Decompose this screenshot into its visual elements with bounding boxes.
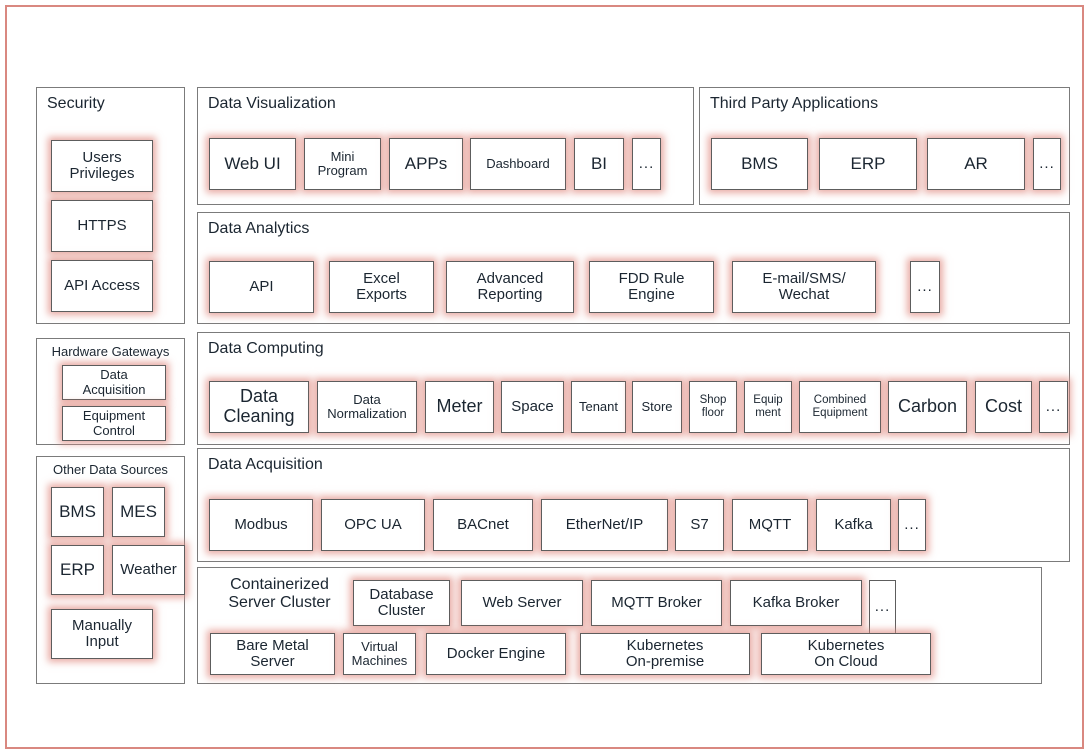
section-security: Security Users Privileges HTTPS API Acce… (36, 87, 185, 324)
node-source-bms[interactable]: BMS (51, 487, 104, 537)
node-kafka-broker[interactable]: Kafka Broker (730, 580, 862, 626)
section-title-other-data-sources: Other Data Sources (53, 462, 168, 477)
node-bare-metal-server[interactable]: Bare Metal Server (210, 633, 335, 675)
node-third-party-bms[interactable]: BMS (711, 138, 808, 190)
node-source-manually-input[interactable]: Manually Input (51, 609, 153, 659)
node-advanced-reporting[interactable]: Advanced Reporting (446, 261, 574, 313)
section-title-data-visualization: Data Visualization (208, 95, 336, 112)
node-shop-floor[interactable]: Shop floor (689, 381, 737, 433)
node-apps[interactable]: APPs (389, 138, 463, 190)
section-title-hardware-gateways: Hardware Gateways (51, 344, 170, 359)
node-ethernet-ip[interactable]: EtherNet/IP (541, 499, 668, 551)
node-tenant[interactable]: Tenant (571, 381, 626, 433)
node-web-server[interactable]: Web Server (461, 580, 583, 626)
node-virtual-machines[interactable]: Virtual Machines (343, 633, 416, 675)
section-title-containerized-server-cluster: Containerized Server Cluster (228, 576, 331, 611)
node-data-cleaning[interactable]: Data Cleaning (209, 381, 309, 433)
node-kubernetes-on-cloud[interactable]: Kubernetes On Cloud (761, 633, 931, 675)
section-title-third-party-applications: Third Party Applications (710, 95, 879, 112)
node-store[interactable]: Store (632, 381, 682, 433)
page-frame: Security Users Privileges HTTPS API Acce… (5, 5, 1084, 749)
section-data-analytics: Data Analytics API Excel Exports Advance… (197, 212, 1070, 324)
section-hardware-gateways: Hardware Gateways Data Acquisition Equip… (36, 338, 185, 445)
node-database-cluster[interactable]: Database Cluster (353, 580, 450, 626)
node-third-party-more[interactable]: ... (1033, 138, 1061, 190)
node-data-normalization[interactable]: Data Normalization (317, 381, 417, 433)
node-fdd-rule-engine[interactable]: FDD Rule Engine (589, 261, 714, 313)
node-api[interactable]: API (209, 261, 314, 313)
node-api-access[interactable]: API Access (51, 260, 153, 312)
node-combined-equipment[interactable]: Combined Equipment (799, 381, 881, 433)
node-source-weather[interactable]: Weather (112, 545, 185, 595)
section-containerized-server-cluster: Containerized Server Cluster Database Cl… (197, 567, 1042, 684)
node-data-computing-more[interactable]: ... (1039, 381, 1068, 433)
node-bi[interactable]: BI (574, 138, 624, 190)
section-title-security: Security (47, 95, 105, 112)
node-source-mes[interactable]: MES (112, 487, 165, 537)
node-https[interactable]: HTTPS (51, 200, 153, 252)
node-mqtt-broker[interactable]: MQTT Broker (591, 580, 722, 626)
section-third-party-applications: Third Party Applications BMS ERP AR ... (699, 87, 1070, 205)
node-s7[interactable]: S7 (675, 499, 724, 551)
node-mqtt[interactable]: MQTT (732, 499, 808, 551)
node-docker-engine[interactable]: Docker Engine (426, 633, 566, 675)
section-other-data-sources: Other Data Sources BMS MES ERP Weather M… (36, 456, 185, 684)
node-users-privileges[interactable]: Users Privileges (51, 140, 153, 192)
node-modbus[interactable]: Modbus (209, 499, 313, 551)
node-cost[interactable]: Cost (975, 381, 1032, 433)
section-data-computing: Data Computing Data Cleaning Data Normal… (197, 332, 1070, 445)
node-server-cluster-more[interactable]: ... (869, 580, 896, 634)
node-third-party-ar[interactable]: AR (927, 138, 1025, 190)
node-data-acquisition-more[interactable]: ... (898, 499, 926, 551)
section-data-visualization: Data Visualization Web UI Mini Program A… (197, 87, 694, 205)
node-bacnet[interactable]: BACnet (433, 499, 533, 551)
architecture-diagram: Security Users Privileges HTTPS API Acce… (7, 7, 1086, 751)
node-equipment[interactable]: Equip ment (744, 381, 792, 433)
node-space[interactable]: Space (501, 381, 564, 433)
section-title-data-acquisition: Data Acquisition (208, 456, 323, 473)
node-meter[interactable]: Meter (425, 381, 494, 433)
node-excel-exports[interactable]: Excel Exports (329, 261, 434, 313)
node-gateway-equipment-control[interactable]: Equipment Control (62, 406, 166, 441)
node-carbon[interactable]: Carbon (888, 381, 967, 433)
node-gateway-data-acquisition[interactable]: Data Acquisition (62, 365, 166, 400)
node-data-visualization-more[interactable]: ... (632, 138, 661, 190)
node-opc-ua[interactable]: OPC UA (321, 499, 425, 551)
node-data-analytics-more[interactable]: ... (910, 261, 940, 313)
node-kubernetes-on-premise[interactable]: Kubernetes On-premise (580, 633, 750, 675)
section-title-data-analytics: Data Analytics (208, 220, 310, 237)
node-web-ui[interactable]: Web UI (209, 138, 296, 190)
node-mini-program[interactable]: Mini Program (304, 138, 381, 190)
section-data-acquisition: Data Acquisition Modbus OPC UA BACnet Et… (197, 448, 1070, 562)
section-title-data-computing: Data Computing (208, 340, 324, 357)
node-dashboard[interactable]: Dashboard (470, 138, 566, 190)
node-source-erp[interactable]: ERP (51, 545, 104, 595)
node-kafka[interactable]: Kafka (816, 499, 891, 551)
node-third-party-erp[interactable]: ERP (819, 138, 917, 190)
node-email-sms-wechat[interactable]: E-mail/SMS/ Wechat (732, 261, 876, 313)
